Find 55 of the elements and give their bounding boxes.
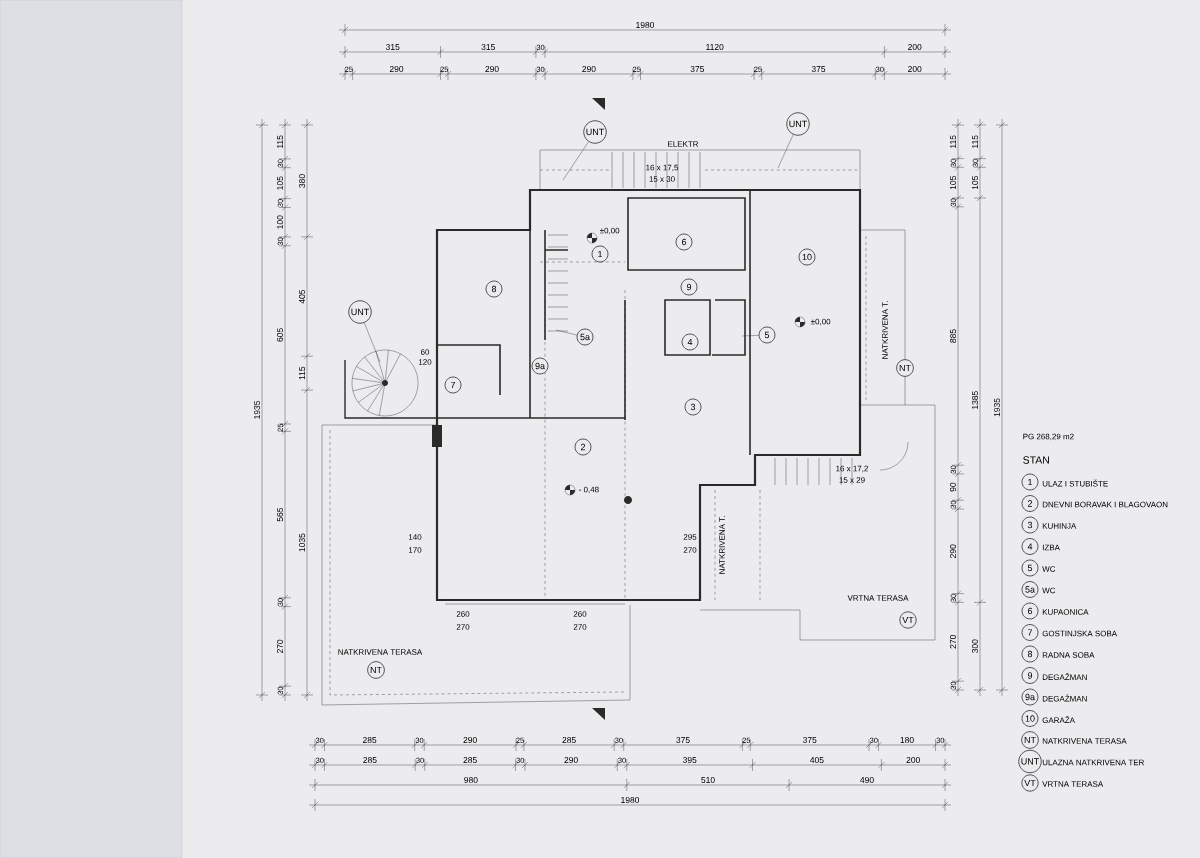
dimension-text: 1385: [972, 391, 978, 409]
dimension-text: 980: [464, 777, 478, 783]
dimension-text: 285: [363, 757, 377, 763]
dimension-text: 105: [950, 176, 956, 190]
dimension-text: 270: [277, 639, 283, 654]
dimension-text: 380: [299, 174, 305, 188]
dimension-text: 115: [950, 135, 956, 148]
dimension-text: 90: [950, 482, 956, 492]
dimension-text: 290: [950, 544, 956, 558]
dimension-text: 375: [690, 66, 704, 72]
dimension-text: 490: [860, 777, 874, 783]
dimension-text: 405: [299, 289, 305, 304]
dimension-text: 1980: [621, 797, 640, 803]
dimension-text: 605: [277, 328, 283, 342]
dimension-text: 270: [950, 635, 956, 649]
dimension-text: 290: [389, 66, 404, 72]
leader-line: [364, 322, 381, 363]
dimension-text: 115: [299, 366, 305, 380]
dimension-text: 290: [564, 757, 578, 763]
dimension-text: 375: [802, 737, 817, 743]
dimension-text: 405: [810, 757, 824, 763]
dimension-text: 290: [463, 737, 477, 743]
dimension-text: 290: [485, 66, 499, 72]
dimension-text: 115: [972, 135, 978, 148]
dimension-text: 300: [972, 639, 978, 653]
dimension-text: 1935: [994, 398, 1000, 417]
dimension-text: 105: [972, 176, 978, 190]
dimension-text: 290: [582, 66, 596, 72]
dimension-text: 565: [277, 507, 283, 522]
dimension-text: 375: [811, 66, 826, 72]
dimension-text: 510: [701, 777, 715, 783]
dimension-text: 1035: [299, 533, 305, 552]
leader-line: [555, 329, 578, 336]
dimension-text: 395: [682, 757, 697, 763]
dimension-text: 200: [908, 44, 922, 50]
dimension-text: 885: [950, 329, 956, 343]
legend-heading: STAN: [1023, 456, 1049, 464]
dimension-text: 285: [463, 757, 477, 763]
dimension-text: 1980: [636, 22, 655, 28]
dimension-text: 1935: [254, 400, 260, 419]
dimension-text: 115: [277, 135, 283, 148]
dimension-text: 1120: [706, 44, 724, 50]
leader-line: [741, 335, 759, 337]
dimension-text: 105: [277, 176, 283, 190]
dimension-text: 285: [362, 737, 377, 743]
dimension-text: 100: [277, 215, 283, 229]
dimension-text: 315: [385, 44, 400, 50]
dimension-text: 285: [562, 737, 576, 743]
dimension-text: 180: [900, 737, 914, 743]
dimension-text: 200: [908, 66, 922, 72]
dimension-text: 200: [906, 757, 920, 763]
dimension-text: 375: [676, 737, 690, 743]
leader-line: [562, 141, 589, 181]
leader-line: [777, 134, 794, 169]
dimension-text: 315: [481, 44, 495, 50]
